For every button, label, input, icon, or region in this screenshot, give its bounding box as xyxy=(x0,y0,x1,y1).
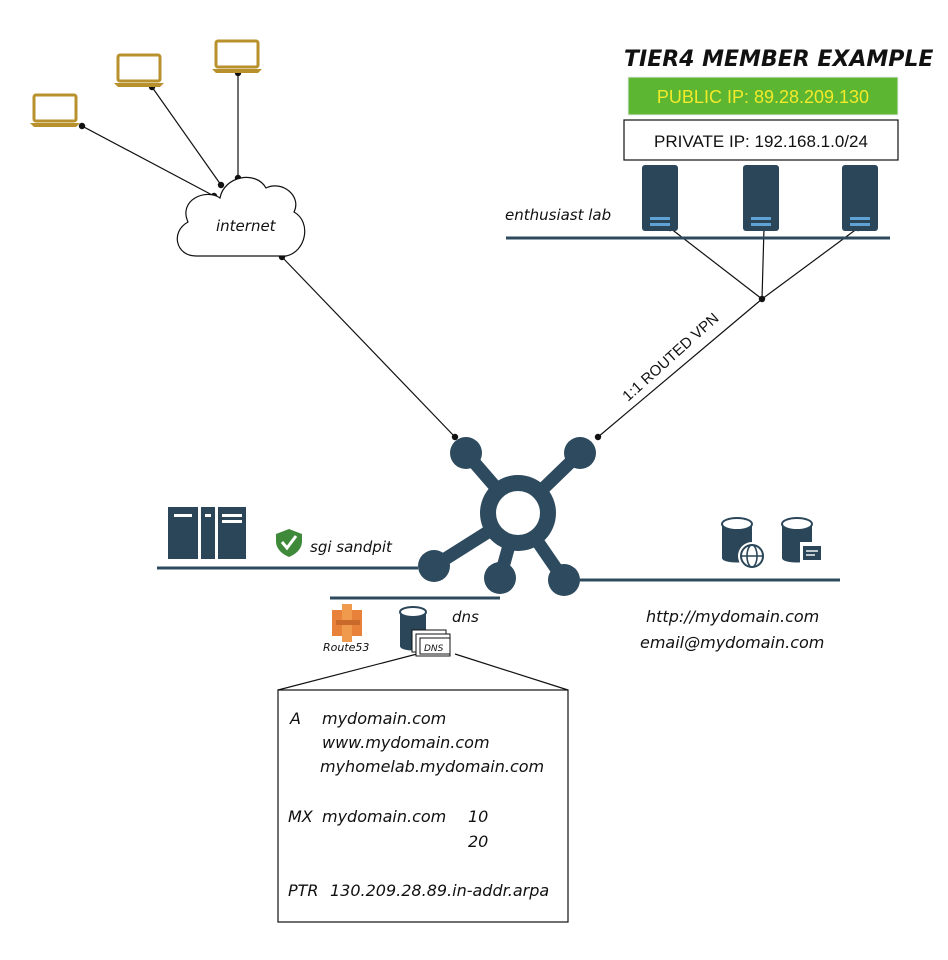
laptop-icon xyxy=(30,93,80,127)
check-shield-icon xyxy=(276,529,302,557)
dns-label: dns xyxy=(452,608,479,626)
public-ip-box xyxy=(627,76,899,116)
link-vpn-hub xyxy=(597,298,763,438)
dot xyxy=(758,295,766,303)
private-ip-text: PRIVATE IP: 192.168.1.0/24 xyxy=(654,132,868,151)
dns-records-panel xyxy=(277,689,569,923)
dot xyxy=(217,181,225,189)
connection-lines xyxy=(81,73,859,691)
internet-label: internet xyxy=(216,217,277,235)
sgi-sandpit-label: sgi sandpit xyxy=(310,538,393,556)
link-vpn-server2 xyxy=(761,227,765,300)
dot xyxy=(78,122,86,130)
ptr-record-value: 130.209.28.89.in-addr.arpa xyxy=(330,881,549,900)
link-vpn-server3 xyxy=(761,227,859,300)
public-ip-text: PUBLIC IP: 89.28.209.130 xyxy=(657,87,869,107)
page-title: TIER4 MEMBER EXAMPLE xyxy=(624,47,933,72)
mx-priority: 10 xyxy=(468,807,488,826)
enthusiast-lab-label: enthusiast lab xyxy=(505,206,611,224)
server-icon xyxy=(842,165,878,231)
mx-record-host: mydomain.com xyxy=(322,807,446,826)
mx-priority: 20 xyxy=(468,832,488,851)
a-record-host: myhomelab.mydomain.com xyxy=(320,757,544,776)
a-record-host: www.mydomain.com xyxy=(322,733,490,752)
http-url-text: http://mydomain.com xyxy=(646,607,819,626)
dns-badge-label: DNS xyxy=(424,644,444,654)
dns-callout-right xyxy=(454,653,569,691)
record-type-mx: MX xyxy=(288,807,314,826)
link-laptop1-internet xyxy=(81,125,215,197)
route53-label: Route53 xyxy=(323,641,369,654)
internet-cloud-icon xyxy=(176,176,306,257)
server-rack-icon xyxy=(168,507,246,559)
link-vpn-server1 xyxy=(669,227,763,300)
network-hub-icon xyxy=(418,437,596,596)
dot xyxy=(594,433,602,441)
laptop-icon xyxy=(114,53,164,87)
dns-callout-left xyxy=(277,653,418,691)
private-ip-box xyxy=(623,119,899,161)
email-text: email@mydomain.com xyxy=(640,633,824,652)
link-internet-hub xyxy=(281,256,456,438)
record-type-a: A xyxy=(289,709,301,728)
link-laptop2-internet xyxy=(151,86,222,186)
laptop-icon xyxy=(212,39,262,73)
web-database-icon xyxy=(721,517,766,570)
server-icon xyxy=(642,165,678,231)
dns-database-icon xyxy=(399,606,451,657)
record-type-ptr: PTR xyxy=(288,881,319,900)
mail-database-icon xyxy=(781,517,824,564)
route53-icon xyxy=(332,604,362,642)
vpn-label: 1:1 ROUTED VPN xyxy=(619,310,722,405)
dot xyxy=(451,433,459,441)
a-record-host: mydomain.com xyxy=(322,709,446,728)
server-icon xyxy=(743,165,779,231)
